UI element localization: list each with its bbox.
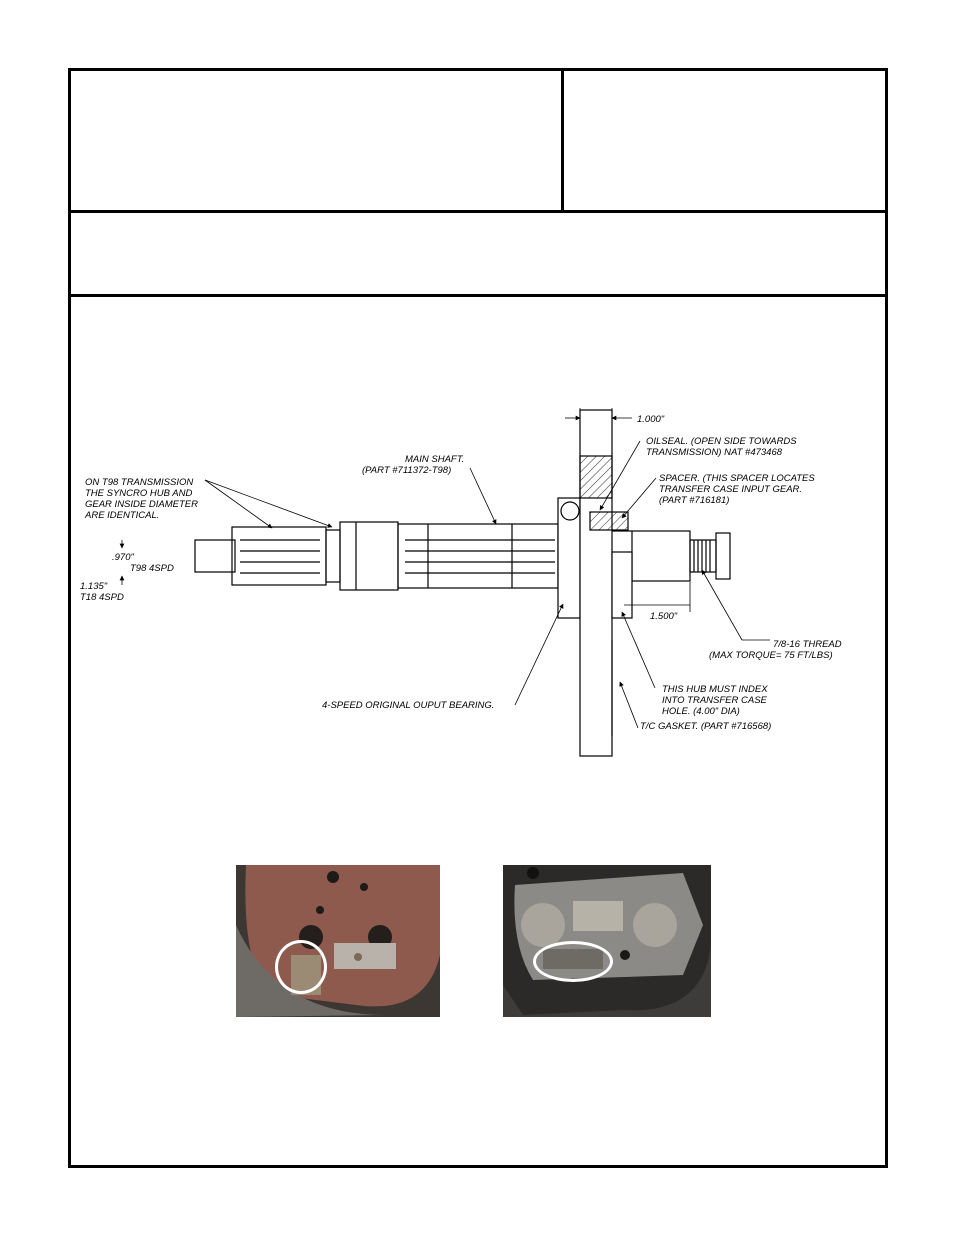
output-shaft [194,521,731,591]
highlight-circle [275,940,327,994]
bearing-label: 4-SPEED ORIGINAL OUPUT BEARING. [322,700,494,711]
dim-970-label: .970" [112,552,134,563]
t98-label: T98 4SPD [130,563,174,574]
spacer-label-3: (PART #716181) [659,495,729,506]
document-frame [68,68,888,1168]
header-divider [561,68,564,212]
main-shaft-label: MAIN SHAFT. [405,454,464,465]
thread-label-2: (MAX TORQUE= 75 FT/LBS) [709,650,833,661]
highlight-ellipse [533,941,613,982]
syncro-note-line-4: ARE IDENTICAL. [84,510,159,521]
spacer-label-2: TRANSFER CASE INPUT GEAR. [659,484,802,495]
oilseal-label-1: OILSEAL. (OPEN SIDE TOWARDS [646,436,797,447]
hub-label-3: HOLE. (4.00" DIA) [662,706,740,717]
dim-1000-label: 1.000" [637,414,665,425]
thread-label-1: 7/8-16 THREAD [773,639,842,650]
hub-label-2: INTO TRANSFER CASE [662,695,768,706]
hub-label-1: THIS HUB MUST INDEX [662,684,768,695]
syncro-note-line-1: ON T98 TRANSMISSION [85,477,193,488]
photo-transmission-case-right [503,865,711,1017]
dim-1500-label: 1.500" [650,611,678,622]
dim-1135-label: 1.135" [80,581,108,592]
bearing-and-case [557,409,633,757]
gasket-label: T/C GASKET. (PART #716568) [640,721,771,732]
main-shaft-part: (PART #711372-T98) [362,465,451,476]
syncro-note-line-2: THE SYNCRO HUB AND [85,488,192,499]
oilseal-label-2: TRANSMISSION) NAT #473468 [646,447,783,458]
t18-label: T18 4SPD [80,592,124,603]
photo-transmission-case-left [236,865,440,1017]
subheader-rule [68,294,888,297]
syncro-note-line-3: GEAR INSIDE DIAMETER [85,499,198,510]
spacer-label-1: SPACER. (THIS SPACER LOCATES [659,473,815,484]
diagram-labels: ON T98 TRANSMISSION THE SYNCRO HUB AND G… [80,414,842,732]
header-rule [68,210,888,213]
